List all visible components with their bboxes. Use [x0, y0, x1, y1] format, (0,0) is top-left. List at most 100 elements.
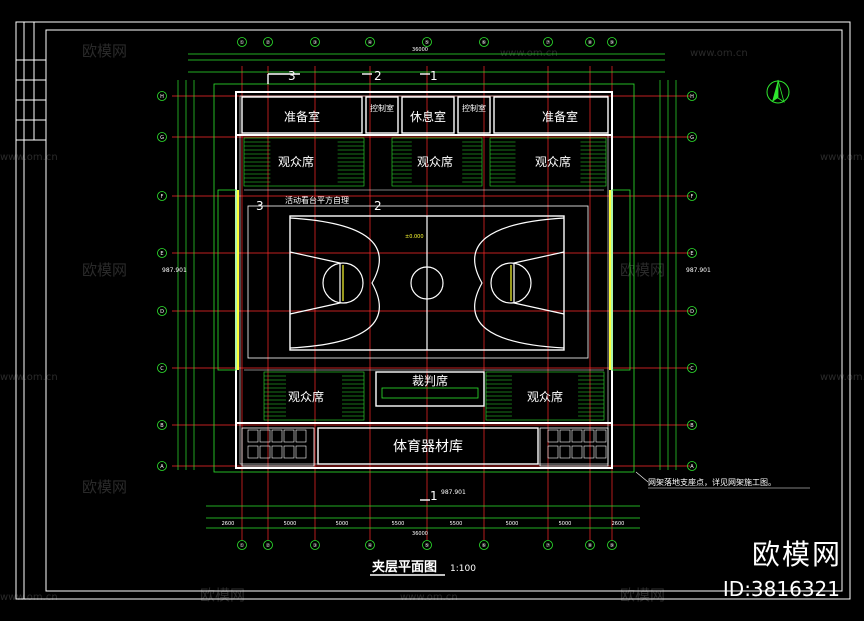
axis-label: ⑥ — [482, 543, 487, 549]
room-label-lounge: 休息室 — [410, 109, 446, 124]
axis-bubble — [687, 191, 697, 201]
axis-bubble — [157, 461, 167, 471]
axis-label: ⑦ — [546, 40, 551, 46]
basketball-court — [247, 205, 589, 359]
axis-bubble — [157, 420, 167, 430]
court-accents — [342, 265, 512, 301]
axis-bubble — [157, 91, 167, 101]
dim-segment: 5000 — [559, 521, 572, 527]
seating-areas — [243, 137, 607, 421]
axis-label: H — [690, 94, 694, 100]
axis-bubble — [607, 37, 617, 47]
axis-label: F — [161, 194, 164, 200]
axis-bubble — [543, 37, 553, 47]
dim-segment: 2600 — [612, 521, 625, 527]
axis-label: ④ — [368, 40, 373, 46]
storage-cell — [295, 445, 307, 459]
axis-bubble — [310, 540, 320, 550]
section-markers: 1 2 3 2 3 1 — [256, 69, 438, 503]
axis-label: B — [690, 423, 694, 429]
top-rooms — [241, 96, 609, 134]
axis-bubble — [687, 306, 697, 316]
dim-segment: 5000 — [506, 521, 519, 527]
storage-cell — [559, 429, 571, 443]
axis-label: ⑤ — [425, 40, 429, 46]
section-marker: 2 — [374, 199, 382, 213]
axis-label: ② — [266, 40, 271, 46]
axis-bubble — [687, 248, 697, 258]
dim-segment: 5000 — [284, 521, 297, 527]
axis-label: H — [160, 94, 164, 100]
axis-bubble — [422, 37, 432, 47]
axis-label: ③ — [313, 40, 317, 46]
section-marker: 1 — [430, 69, 438, 83]
level-left: 987.901 — [162, 267, 187, 274]
axis-bubble — [479, 540, 489, 550]
north-arrow-icon — [766, 79, 790, 104]
room-label-audience: 观众席 — [527, 389, 563, 404]
notes: 活动看台平方自理 网架落地支座点，详见网架施工图。 987.901 987.90… — [162, 195, 810, 496]
room-label-control-left: 控制室 — [370, 103, 394, 113]
axis-label: E — [160, 251, 163, 257]
axis-bubble — [687, 132, 697, 142]
equipment-grid — [247, 429, 607, 459]
axis-bubble — [365, 540, 375, 550]
room-label-audience: 观众席 — [278, 154, 314, 169]
net-support-note: 网架落地支座点，详见网架施工图。 — [648, 477, 776, 487]
bottom-rooms — [241, 371, 609, 467]
watermark-layer: 欧模网 www.om.cn www.om.cn 欧模网 欧模网 欧模网 欧模网 … — [0, 42, 864, 604]
axis-bubble — [687, 363, 697, 373]
stand-note: 活动看台平方自理 — [285, 195, 349, 205]
axis-label: G — [160, 135, 164, 141]
room-label-audience: 观众席 — [417, 154, 453, 169]
axis-label: G — [690, 135, 694, 141]
storage-cell — [571, 429, 583, 443]
axis-label: ④ — [368, 543, 373, 549]
level-tag: 987.901 — [441, 489, 466, 496]
room-label-referee: 裁判席 — [412, 373, 448, 388]
storage-cell — [547, 429, 559, 443]
axis-bubble — [157, 363, 167, 373]
axis-label: ① — [240, 40, 245, 46]
room-label-audience: 观众席 — [535, 154, 571, 169]
axis-bubble — [479, 37, 489, 47]
axis-label: ⑦ — [546, 543, 551, 549]
axis-label: F — [691, 194, 694, 200]
axis-bubble — [607, 540, 617, 550]
axis-label: A — [690, 464, 694, 470]
axis-label: ⑤ — [425, 543, 429, 549]
watermark-site: www.om.cn — [0, 592, 58, 603]
storage-cell — [247, 445, 259, 459]
axis-bubble — [585, 37, 595, 47]
section-marker: 3 — [256, 199, 264, 213]
axis-label: ③ — [313, 543, 317, 549]
section-marker: 3 — [288, 69, 296, 83]
axis-label: D — [160, 309, 164, 315]
room-labels: 准备室 控制室 休息室 控制室 准备室 观众席 观众席 观众席 观众席 观众席 … — [278, 103, 578, 455]
storage-cell — [583, 429, 595, 443]
axis-label: C — [160, 366, 164, 372]
axis-bubble — [687, 91, 697, 101]
axis-bubble — [157, 191, 167, 201]
watermark-logo: 欧模网 — [82, 42, 127, 60]
dim-segment: 5500 — [392, 521, 405, 527]
axis-bubble — [543, 540, 553, 550]
watermark-site: www.om.cn — [500, 48, 558, 59]
dimension-lines — [177, 53, 677, 529]
storage-cell — [571, 445, 583, 459]
drawing-title: 夹层平面图 1:100 — [370, 559, 476, 576]
axis-label: ⑨ — [610, 40, 614, 46]
section-marker-lines — [267, 73, 430, 501]
axis-bubble — [585, 540, 595, 550]
building-outline — [213, 83, 635, 473]
axis-label: ② — [266, 543, 271, 549]
watermark-site: www.om.cn — [690, 48, 748, 59]
storage-cell — [595, 445, 607, 459]
watermark-logo: 欧模网 — [82, 478, 127, 496]
section-marker: 2 — [374, 69, 382, 83]
drawing-title-main: 夹层平面图 — [372, 559, 437, 575]
watermark-logo: 欧模网 — [82, 261, 127, 279]
dimension-text: 36000 36000 2600 5000 5000 5500 5500 500… — [222, 47, 625, 537]
storage-cell — [283, 429, 295, 443]
